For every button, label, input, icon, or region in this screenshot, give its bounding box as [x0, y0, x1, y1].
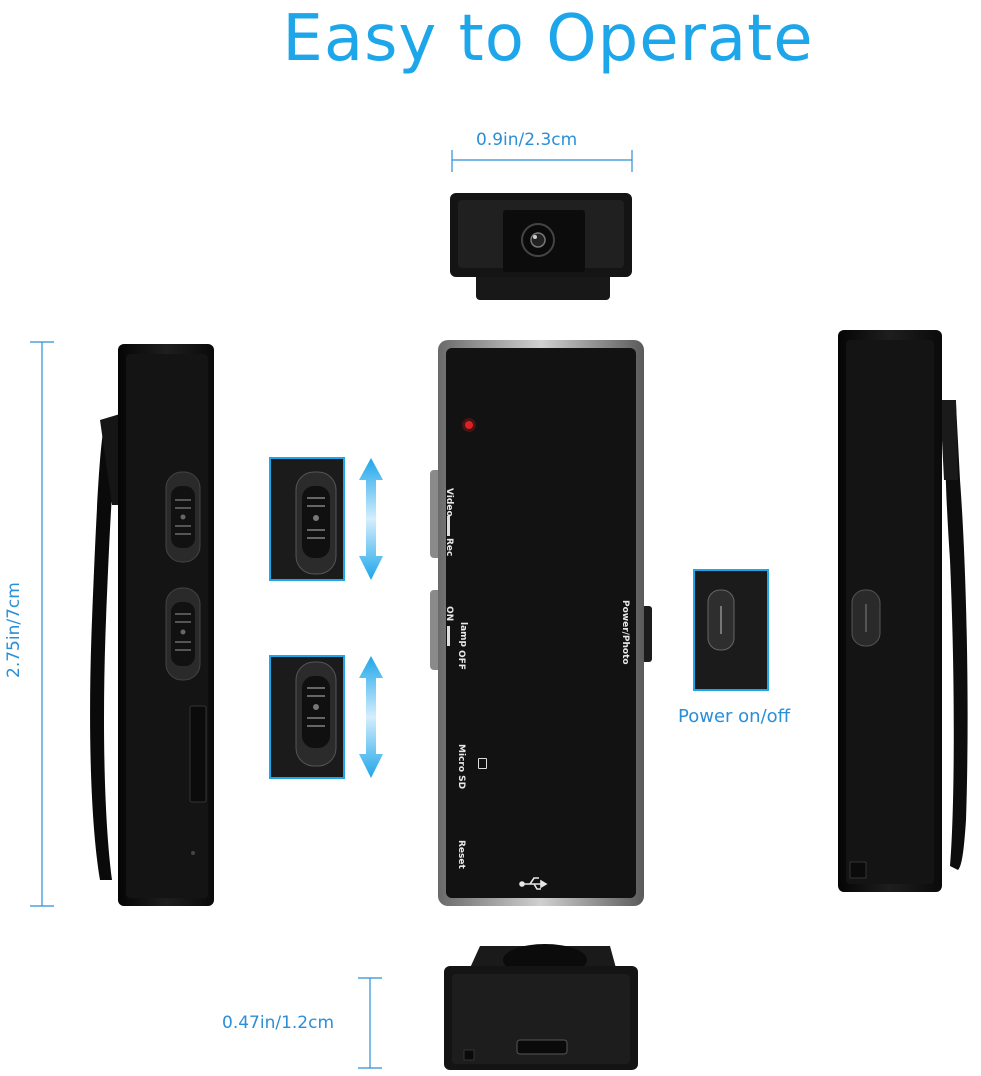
- width-dimension-line: [451, 150, 633, 172]
- power-callout-label: Power on/off: [678, 706, 791, 727]
- double-arrow-icon: [359, 458, 383, 580]
- height-dimension-label: 2.75in/7cm: [4, 582, 24, 678]
- front-view: [430, 340, 652, 906]
- sd-card-slot: [189, 705, 207, 803]
- right-side-view: [838, 330, 968, 892]
- label-rec: Rec: [444, 538, 454, 557]
- label-lamp-off: OFF: [456, 650, 466, 670]
- label-lamp-on: ON: [444, 606, 454, 622]
- height-dimension-line: [30, 341, 54, 907]
- switch-line-lamp: [447, 626, 458, 646]
- double-arrow-icon: [359, 656, 383, 778]
- usb-icon: [519, 877, 548, 890]
- label-power-photo: Power/Photo: [620, 600, 630, 665]
- label-video: Video: [444, 488, 454, 517]
- switch-line-video: [447, 516, 458, 536]
- depth-dimension-label: 0.47in/1.2cm: [222, 1013, 335, 1033]
- label-lamp: lamp: [458, 622, 468, 647]
- switch-zoom-upper: [269, 457, 345, 581]
- top-view-camera: [450, 193, 632, 300]
- switch-zoom-lower: [269, 655, 345, 779]
- usb-port: [516, 1039, 568, 1055]
- power-zoom-inset: [693, 569, 769, 691]
- label-reset: Reset: [456, 840, 466, 869]
- side-switch-upper: [165, 471, 201, 563]
- label-micro-sd: Micro SD: [456, 744, 466, 790]
- width-dimension-label: 0.9in/2.3cm: [476, 130, 578, 150]
- page-title: Easy to Operate: [282, 2, 814, 76]
- depth-dimension-line: [358, 977, 382, 1069]
- side-switch-lower: [165, 587, 201, 681]
- bottom-view: [444, 944, 638, 1070]
- left-side-view: [90, 344, 214, 906]
- indicator-light: [465, 421, 473, 429]
- sd-card-icon: [478, 758, 487, 769]
